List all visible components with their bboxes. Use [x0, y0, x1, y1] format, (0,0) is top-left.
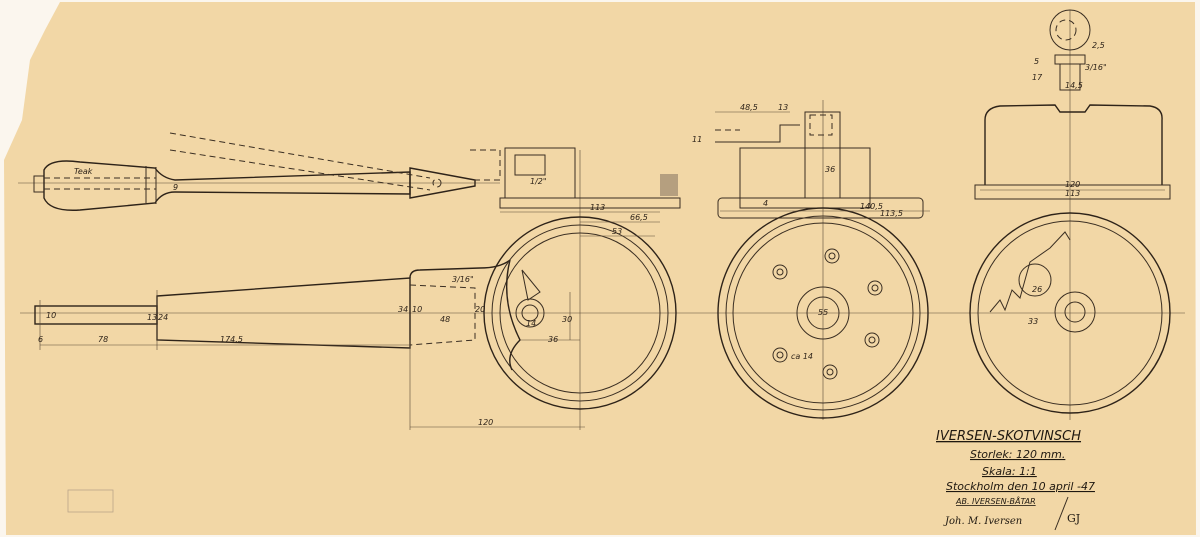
bolt-holes: [772, 248, 883, 380]
signature-divider: [1054, 496, 1069, 531]
teak-handle: [33, 132, 476, 211]
dim-label: 3/16": [1085, 63, 1107, 72]
dim-label: 9: [173, 183, 178, 192]
signature: Joh. M. Iversen: [943, 516, 1022, 527]
middle-gear-view: [715, 111, 929, 419]
right-drum-view: [969, 9, 1171, 414]
dim-label: 6: [38, 335, 43, 344]
dim-label: 140,5: [860, 202, 883, 211]
dim-label: 10: [46, 311, 56, 320]
dim-label: 113,5: [880, 209, 903, 218]
dim-label: 20: [475, 305, 485, 314]
dim-label: 2,5: [1092, 41, 1105, 50]
company-name: AB. IVERSEN-BÅTAR: [955, 495, 1036, 506]
dim-label: 34: [398, 305, 408, 314]
dim-label: 48,5: [740, 103, 758, 112]
dim-label: 5: [1034, 57, 1039, 66]
dim-label: 3/16": [452, 275, 474, 284]
dim-label: 174,5: [220, 335, 243, 344]
dim-label: 113: [1065, 189, 1080, 198]
drawing-title: IVERSEN-SKOTVINSCH: [936, 429, 1081, 444]
lever-wheel-view: [470, 147, 681, 410]
dim-label: 120: [1065, 180, 1080, 189]
dim-label: 14,5: [1065, 81, 1083, 90]
dim-label: ca 14: [791, 352, 813, 361]
dim-label: 30: [562, 315, 572, 324]
dim-label: 36: [825, 165, 835, 174]
dim-label: 66,5: [630, 213, 648, 222]
dim-label: 13: [147, 313, 157, 322]
dim-label: 11: [692, 135, 702, 144]
drawing-scale: Skala: 1:1: [982, 465, 1037, 478]
material-label: Teak: [74, 167, 93, 176]
dim-label: 10: [412, 305, 422, 314]
archive-stamp: [67, 489, 114, 513]
dim-label: 113: [590, 203, 605, 212]
initials: GJ: [1067, 512, 1080, 525]
dim-label: 4: [763, 199, 768, 208]
dim-label: 24: [158, 313, 168, 322]
dim-label: 36: [548, 335, 558, 344]
dim-label: 26: [1032, 285, 1042, 294]
place-date: Stockholm den 10 april -47: [946, 480, 1095, 493]
dim-label: 13: [778, 103, 788, 112]
drawing-size: Storlek: 120 mm.: [970, 448, 1065, 461]
dim-label: 33: [1028, 317, 1038, 326]
dim-label: 53: [612, 227, 622, 236]
paper: [4, 2, 1196, 535]
dim-label: 17: [1032, 73, 1043, 82]
dim-label: 48: [440, 315, 450, 324]
dim-label: 1/2": [530, 177, 547, 186]
dim-label: 14: [526, 319, 536, 328]
lever-side-view: [34, 259, 585, 430]
dim-label: 55: [818, 308, 828, 317]
dim-label: 78: [98, 335, 108, 344]
dim-label: 120: [478, 418, 493, 427]
